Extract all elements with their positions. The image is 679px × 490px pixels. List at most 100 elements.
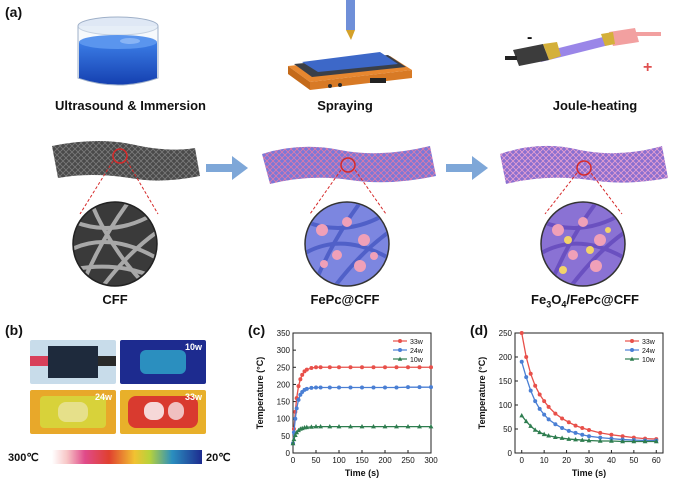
spraying-illustration: [288, 0, 412, 90]
y-tick-label: 150: [499, 377, 513, 386]
data-point: [359, 424, 365, 429]
fe3o4-fabric: [500, 145, 668, 184]
legend-marker: [629, 356, 635, 361]
data-point: [406, 365, 410, 370]
data-point: [394, 424, 399, 429]
data-point: [528, 371, 533, 376]
data-point: [573, 436, 578, 442]
data-point: [318, 365, 323, 370]
data-point: [291, 436, 297, 442]
data-point: [546, 433, 552, 438]
data-point: [360, 385, 364, 390]
y-tick-label: 0: [286, 449, 291, 458]
cff-zoom-circle: [72, 201, 158, 287]
legend-label: 33w: [410, 339, 424, 346]
data-point: [318, 385, 323, 390]
series-line-24w: [292, 386, 431, 444]
y-tick-label: 50: [503, 425, 512, 434]
x-tick-label: 0: [520, 456, 525, 465]
data-point: [394, 385, 399, 390]
y-axis-label: Temperature (°C): [477, 357, 487, 429]
data-point: [429, 385, 433, 390]
data-point: [566, 420, 571, 425]
data-point: [417, 385, 422, 390]
data-point: [528, 388, 533, 393]
data-point: [560, 416, 565, 421]
data-point: [597, 438, 603, 443]
data-point: [553, 411, 558, 416]
data-point: [524, 355, 529, 359]
data-point: [598, 435, 603, 440]
data-point: [371, 424, 376, 429]
legend-label: 24w: [642, 348, 656, 355]
data-point: [327, 424, 333, 429]
x-tick-label: 30: [585, 456, 594, 465]
step-ultrasound-label: Ultrasound & Immersion: [55, 98, 206, 113]
data-point: [546, 404, 551, 409]
panel-a-label: (a): [5, 4, 23, 20]
arrow-right-icon: [446, 156, 488, 180]
panel-c-label: (c): [248, 322, 266, 338]
data-point: [587, 427, 591, 432]
data-point: [631, 438, 637, 444]
data-point: [382, 424, 388, 429]
data-point: [587, 434, 591, 439]
legend-marker: [630, 339, 634, 343]
data-point: [519, 331, 524, 335]
data-point: [519, 359, 524, 364]
data-point: [348, 385, 353, 390]
scale-high-label: 300℃: [8, 452, 39, 464]
data-point: [304, 367, 309, 372]
thermal-image-24w: 24w: [30, 390, 116, 434]
data-point: [304, 424, 310, 430]
data-point: [417, 365, 422, 370]
data-point: [653, 438, 659, 444]
y-tick-label: 200: [499, 353, 513, 362]
data-point: [573, 430, 578, 435]
data-point: [586, 437, 592, 443]
x-tick-label: 60: [652, 456, 661, 465]
data-point: [371, 365, 376, 370]
arrow-right-icon: [206, 156, 248, 180]
data-point: [609, 432, 614, 437]
data-point: [542, 412, 547, 417]
y-tick-label: 50: [281, 432, 290, 441]
data-point: [429, 365, 433, 370]
data-point: [360, 365, 364, 370]
data-point: [541, 431, 547, 437]
y-tick-label: 200: [277, 380, 291, 389]
data-point: [327, 365, 332, 370]
data-point: [383, 365, 387, 370]
data-point: [294, 406, 299, 411]
material-cff-label: CFF: [102, 292, 128, 307]
data-point: [371, 385, 376, 390]
data-point: [313, 424, 319, 429]
data-point: [405, 424, 411, 429]
data-point: [609, 438, 614, 443]
minus-sign: -: [527, 29, 532, 46]
data-point: [537, 429, 543, 435]
x-tick-label: 20: [562, 456, 571, 465]
y-tick-label: 250: [499, 329, 513, 338]
data-point: [348, 365, 353, 370]
y-tick-label: 250: [277, 363, 291, 372]
x-axis-label: Time (s): [345, 468, 379, 478]
data-point: [309, 385, 314, 390]
data-point: [290, 440, 296, 446]
legend-marker: [397, 356, 403, 361]
legend-marker: [398, 348, 402, 352]
material-fe3o4-label: Fe3O4/FePc@CFF: [531, 292, 639, 310]
legend-label: 10w: [410, 357, 424, 364]
data-point: [642, 438, 648, 444]
fepc-zoom-circle: [304, 201, 390, 287]
data-point: [532, 427, 538, 432]
ultrasound-beaker-illustration: [77, 16, 159, 86]
thermal-image-10w: 10w: [120, 340, 206, 384]
data-point: [318, 424, 323, 429]
x-axis-label: Time (s): [572, 468, 606, 478]
y-tick-label: 150: [277, 398, 291, 407]
data-point: [553, 422, 558, 427]
thermal-label-24w: 24w: [94, 392, 112, 402]
